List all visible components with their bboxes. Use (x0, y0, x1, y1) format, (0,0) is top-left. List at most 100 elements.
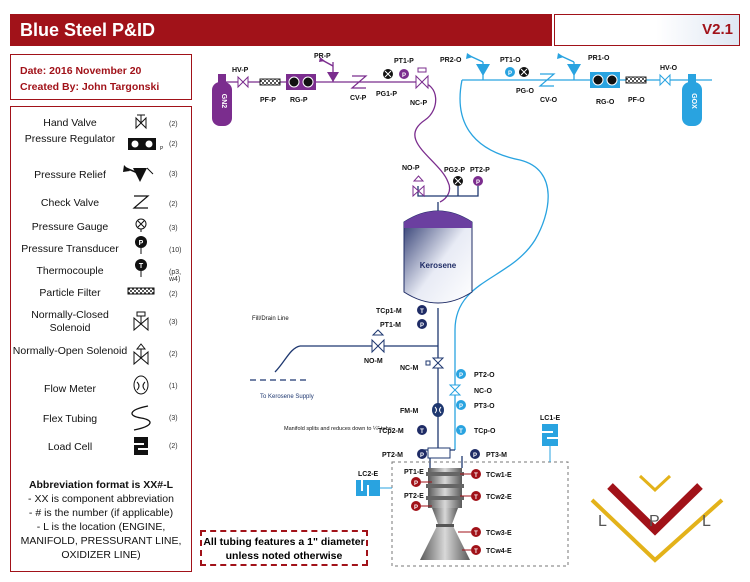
label-nc-p: NC-P (410, 100, 427, 107)
check-valve-icon (350, 75, 368, 89)
pressure-gauge-icon (383, 69, 393, 79)
legend-count-pressure-gauge: (3) (169, 225, 178, 232)
legend-flow-meter-icon (133, 375, 149, 395)
sensor-letter: P (414, 505, 418, 511)
sensor-letter: T (474, 531, 478, 537)
legend-hand-valve-icon (135, 114, 147, 130)
sensor-letter: T (459, 429, 463, 435)
regulator-icon-letter: P (160, 146, 164, 152)
date-text: Date: 2016 November 20 (20, 65, 142, 77)
pressure-transducer-icon: P (470, 449, 480, 459)
label-nc-m: NC-M (400, 365, 418, 372)
label-pg2-p: PG2-P (444, 167, 465, 174)
logo-letter-3: L (702, 513, 711, 530)
label-tcw4-e: TCw4-E (486, 548, 512, 555)
legend-label-no-solenoid: Normally-Open Solenoid (12, 345, 128, 357)
label-pt2-m: PT2-M (382, 452, 403, 459)
sensor-letter: T (420, 309, 424, 315)
abbreviation-line: - # is the number (if applicable) (28, 507, 174, 519)
legend-label-hand-valve: Hand Valve (43, 117, 97, 129)
label-pg1-p: PG1-P (376, 91, 397, 98)
sensor-letter: T (474, 473, 478, 479)
label-no-p: NO-P (402, 165, 420, 172)
thermocouple-icon: P (411, 477, 421, 487)
thermocouple-icon: T (471, 469, 481, 479)
version-box: V2.1 (554, 14, 740, 46)
tank-label: Kerosene (420, 261, 457, 270)
legend-label-flow-meter: Flow Meter (44, 383, 96, 395)
legend-count-pressure-relief: (3) (169, 171, 178, 178)
load-cell-icon (542, 424, 558, 462)
legend-label-pressure-transducer: Pressure Transducer (21, 243, 119, 255)
info-box: Date: 2016 November 20 Created By: John … (10, 54, 192, 100)
label-cv-p: CV-P (350, 95, 367, 102)
label-hv-o: HV-O (660, 65, 678, 72)
thermocouple-icon: T (456, 425, 466, 435)
label-lc2-e: LC2-E (358, 471, 379, 478)
label-pg-o: PG-O (516, 88, 534, 95)
sensor-letter: P (420, 453, 424, 459)
sensor-letter: T (474, 495, 478, 501)
legend-count-load-cell: (2) (169, 443, 178, 450)
pressure-transducer-icon: P (456, 400, 466, 410)
pressure-transducer-icon: P (505, 67, 515, 77)
legend-pressure-gauge-icon (135, 218, 147, 232)
label-pt3-o: PT3-O (474, 403, 495, 410)
gn2-bottle: GN2 (212, 74, 232, 126)
label-pf-p: PF-P (260, 97, 276, 104)
label-pf-o: PF-O (628, 97, 645, 104)
transducer-icon-letter: P (139, 240, 144, 247)
pressure-transducer-icon: P (399, 69, 409, 79)
legend-label-check-valve: Check Valve (40, 197, 100, 209)
tubing-note: All tubing features a 1" diameter unless… (200, 530, 368, 566)
nc-solenoid-icon (415, 67, 429, 90)
label-fill-line: Fill/Drain Line (252, 316, 289, 322)
legend-pressure-transducer-icon: P (135, 236, 147, 254)
load-cell-icon (356, 480, 392, 496)
hand-valve-icon (237, 75, 249, 89)
pressure-regulator-icon (286, 74, 316, 90)
legend-count-particle-filter: (2) (169, 291, 178, 298)
label-pr-p: PR-P (314, 53, 331, 60)
abbreviation-notes: Abbreviation format is XX#-L - XX is com… (10, 478, 192, 562)
label-nc-o: NC-O (474, 388, 492, 395)
label-pt3-m: PT3-M (486, 452, 507, 459)
legend-flex-tubing-icon (131, 405, 151, 431)
sensor-letter: P (459, 373, 463, 379)
engine-box (391, 461, 569, 567)
manifold-block (427, 447, 451, 459)
no-solenoid-icon (412, 175, 425, 198)
thermocouple-icon-letter: T (139, 263, 144, 270)
nc-solenoid-icon (425, 357, 445, 369)
particle-filter-icon (259, 78, 281, 86)
pressure-gauge-icon (453, 176, 463, 186)
legend-label-pressure-gauge: Pressure Gauge (31, 221, 109, 233)
label-cv-o: CV-O (540, 97, 558, 104)
sensor-letter: P (508, 71, 512, 77)
legend-count-pressure-regulator: (2) (169, 141, 178, 148)
legend-label-load-cell: Load Cell (47, 441, 93, 453)
pressure-regulator-icon (590, 72, 620, 88)
pressure-relief-icon (319, 57, 339, 82)
no-solenoid-icon (371, 329, 385, 354)
thermocouple-icon: T (417, 305, 427, 315)
label-tcp1-m: TCp1-M (376, 308, 402, 315)
label-tcp-o: TCp-O (474, 428, 496, 435)
pressure-transducer-icon: P (417, 319, 427, 329)
legend-label-pressure-regulator: Pressure Regulator (24, 133, 116, 145)
logo-letter-1: L (598, 513, 607, 530)
label-pt1-p: PT1-P (394, 58, 414, 65)
label-supply: To Kerosene Supply (260, 394, 314, 400)
legend-label-pressure-relief: Pressure Relief (34, 169, 106, 181)
legend-count-flow-meter: (1) (169, 383, 178, 390)
legend-count-hand-valve: (2) (169, 121, 178, 128)
legend-count-check-valve: (2) (169, 201, 178, 208)
author-text: Created By: John Targonski (20, 81, 160, 93)
legend: Hand Valve (2) Pressure Regulator (2) Pr… (10, 106, 192, 572)
thermocouple-icon: T (471, 527, 481, 537)
legend-count-pressure-transducer: (10) (169, 247, 182, 254)
version-label: V2.1 (702, 21, 733, 38)
sensor-letter: P (459, 404, 463, 410)
thermocouple-icon: T (471, 491, 481, 501)
pressure-gauge-icon (519, 67, 529, 77)
